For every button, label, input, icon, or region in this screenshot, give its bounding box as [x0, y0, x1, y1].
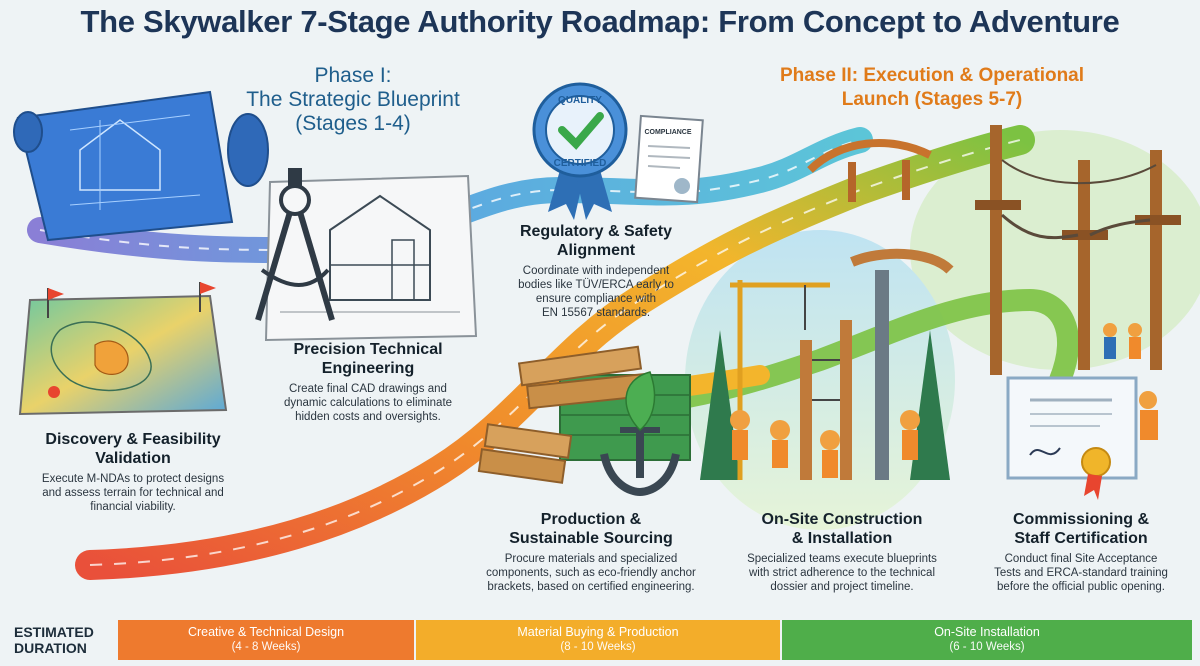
- stage-description: Coordinate with independent bodies like …: [486, 264, 706, 320]
- stage-desc-line: Procure materials and specialized: [504, 553, 678, 565]
- duration-label-line-1: ESTIMATED: [14, 624, 94, 640]
- quality-seal-icon: QUALITY CERTIFIED: [532, 82, 628, 220]
- compliance-document-icon: COMPLIANCE: [634, 114, 704, 204]
- stage-desc-line: before the official public opening.: [997, 581, 1165, 593]
- phase-1-line-3: (Stages 1-4): [295, 112, 411, 135]
- stage-title-line: Discovery & Feasibility: [45, 431, 221, 448]
- stage-production: Production & Sustainable Sourcing Procur…: [446, 510, 736, 594]
- seal-bottom-text: CERTIFIED: [554, 158, 607, 169]
- construction-scene-icon: [700, 248, 954, 480]
- phase-1-line-2: The Strategic Blueprint: [246, 88, 460, 111]
- phase-2-heading: Phase II: Execution & Operational Launch…: [752, 64, 1112, 112]
- stage-desc-line: and assess terrain for technical and: [42, 487, 224, 499]
- stage-desc-line: brackets, based on certified engineering…: [487, 581, 695, 593]
- stage-construction: On-Site Construction & Installation Spec…: [712, 510, 972, 594]
- stage-title: On-Site Construction & Installation: [712, 510, 972, 548]
- duration-bar-weeks: (4 - 8 Weeks): [231, 641, 301, 653]
- stage-desc-line: ensure compliance with: [535, 293, 657, 305]
- phase-2-line-2: Launch (Stages 5-7): [841, 89, 1023, 110]
- duration-label: ESTIMATED DURATION: [14, 624, 118, 656]
- stage-desc-line: bodies like TÜV/ERCA early to: [518, 279, 674, 291]
- stage-description: Conduct final Site Acceptance Tests and …: [970, 552, 1192, 594]
- stage-title-line: Precision Technical: [293, 341, 443, 358]
- certificate-icon: [1006, 376, 1158, 500]
- stage-desc-line: components, such as eco-friendly anchor: [486, 567, 696, 579]
- compass-icon: [255, 168, 335, 321]
- cad-drawing-icon: [264, 174, 478, 342]
- stage-desc-line: financial viability.: [90, 501, 176, 513]
- stage-commissioning: Commissioning & Staff Certification Cond…: [970, 510, 1192, 594]
- stage-title: Production & Sustainable Sourcing: [446, 510, 736, 548]
- page-title: The Skywalker 7-Stage Authority Roadmap:…: [80, 4, 1120, 39]
- stage-description: Create final CAD drawings and dynamic ca…: [248, 382, 488, 424]
- stage-title-line: Production &: [540, 511, 642, 528]
- stage-title-line: Commissioning &: [1012, 511, 1149, 528]
- seal-top-text: QUALITY: [558, 95, 602, 106]
- duration-bar-weeks: (6 - 10 Weeks): [949, 641, 1025, 653]
- timber-stack-icon: [477, 345, 691, 484]
- stage-title-line: Regulatory & Safety: [519, 223, 673, 240]
- stage-title-line: Alignment: [556, 242, 636, 259]
- duration-bar-production: Material Buying & Production (8 - 10 Wee…: [416, 620, 780, 660]
- duration-bar-label: On-Site Installation: [934, 625, 1040, 639]
- terrain-map-icon: [18, 282, 228, 416]
- main-road-dashes: [89, 139, 1021, 566]
- stage-description: Procure materials and specialized compon…: [446, 552, 736, 594]
- stage-desc-line: EN 15567 standards.: [541, 307, 651, 319]
- blueprint-scroll-icon: [13, 90, 269, 242]
- stage-desc-line: Execute M-NDAs to protect designs: [41, 473, 225, 485]
- stage-desc-line: Tests and ERCA-standard training: [994, 567, 1168, 579]
- stage-title-line: Engineering: [321, 360, 415, 377]
- phase-1-heading: Phase I: The Strategic Blueprint (Stages…: [228, 64, 478, 136]
- duration-bar-weeks: (8 - 10 Weeks): [560, 641, 636, 653]
- duration-label-line-2: DURATION: [14, 640, 87, 656]
- stage-description: Execute M-NDAs to protect designs and as…: [8, 472, 258, 514]
- phase-1-line-1: Phase I:: [314, 64, 392, 87]
- duration-bar-label: Material Buying & Production: [517, 625, 679, 639]
- stage-desc-line: Create final CAD drawings and: [289, 383, 447, 395]
- stage-title-line: On-Site Construction: [761, 511, 923, 528]
- stage-title-line: Staff Certification: [1014, 530, 1148, 547]
- stage-title: Discovery & Feasibility Validation: [8, 430, 258, 468]
- stage-title: Regulatory & Safety Alignment: [486, 222, 706, 260]
- stage-description: Specialized teams execute blueprints wit…: [712, 552, 972, 594]
- duration-bar-label: Creative & Technical Design: [187, 625, 345, 639]
- stage-title-line: & Installation: [791, 530, 893, 547]
- stage-desc-line: dynamic calculations to eliminate: [283, 397, 453, 409]
- compliance-doc-title: COMPLIANCE: [644, 129, 691, 136]
- stage-title-line: Sustainable Sourcing: [509, 530, 673, 547]
- stage-title: Commissioning & Staff Certification: [970, 510, 1192, 548]
- duration-bar-installation: On-Site Installation (6 - 10 Weeks): [782, 620, 1192, 660]
- anchor-icon: [600, 371, 680, 497]
- stage-engineering: Precision Technical Engineering Create f…: [248, 340, 488, 424]
- stage-desc-line: hidden costs and oversights.: [295, 411, 441, 423]
- stage-title-line: Validation: [95, 450, 171, 467]
- bridge-icon: [807, 139, 932, 202]
- stage-desc-line: Conduct final Site Acceptance: [1004, 553, 1158, 565]
- upper-road-dashes: [39, 139, 861, 252]
- phase-2-line-1: Phase II: Execution & Operational: [779, 65, 1085, 86]
- stage-desc-line: Coordinate with independent: [522, 265, 670, 277]
- stage-title: Precision Technical Engineering: [248, 340, 488, 378]
- duration-bar-design: Creative & Technical Design (4 - 8 Weeks…: [118, 620, 414, 660]
- ropes-course-icon: [975, 125, 1181, 375]
- stage-desc-line: dossier and project timeline.: [770, 581, 914, 593]
- stage-regulatory: Regulatory & Safety Alignment Coordinate…: [486, 222, 706, 320]
- stage-desc-line: Specialized teams execute blueprints: [747, 553, 937, 565]
- stage-discovery: Discovery & Feasibility Validation Execu…: [8, 430, 258, 514]
- stage-desc-line: with strict adherence to the technical: [748, 567, 936, 579]
